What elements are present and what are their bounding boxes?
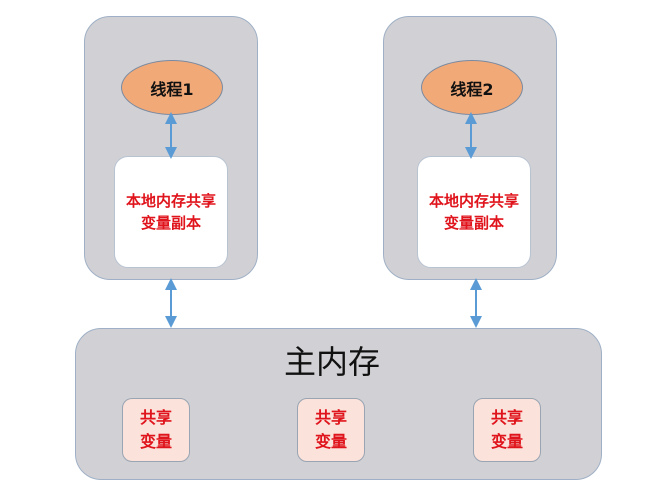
- thread-2-local-memory: 本地内存共享变量副本: [417, 156, 531, 268]
- main-memory-title: 主内存: [283, 343, 380, 381]
- shared-variable-2: 共享变量: [297, 398, 365, 462]
- shared-variable-1: 共享变量: [122, 398, 190, 462]
- thread-2-node: 线程2: [421, 60, 523, 115]
- thread-1-local-memory: 本地内存共享变量副本: [114, 156, 228, 268]
- shared-variable-3: 共享变量: [473, 398, 541, 462]
